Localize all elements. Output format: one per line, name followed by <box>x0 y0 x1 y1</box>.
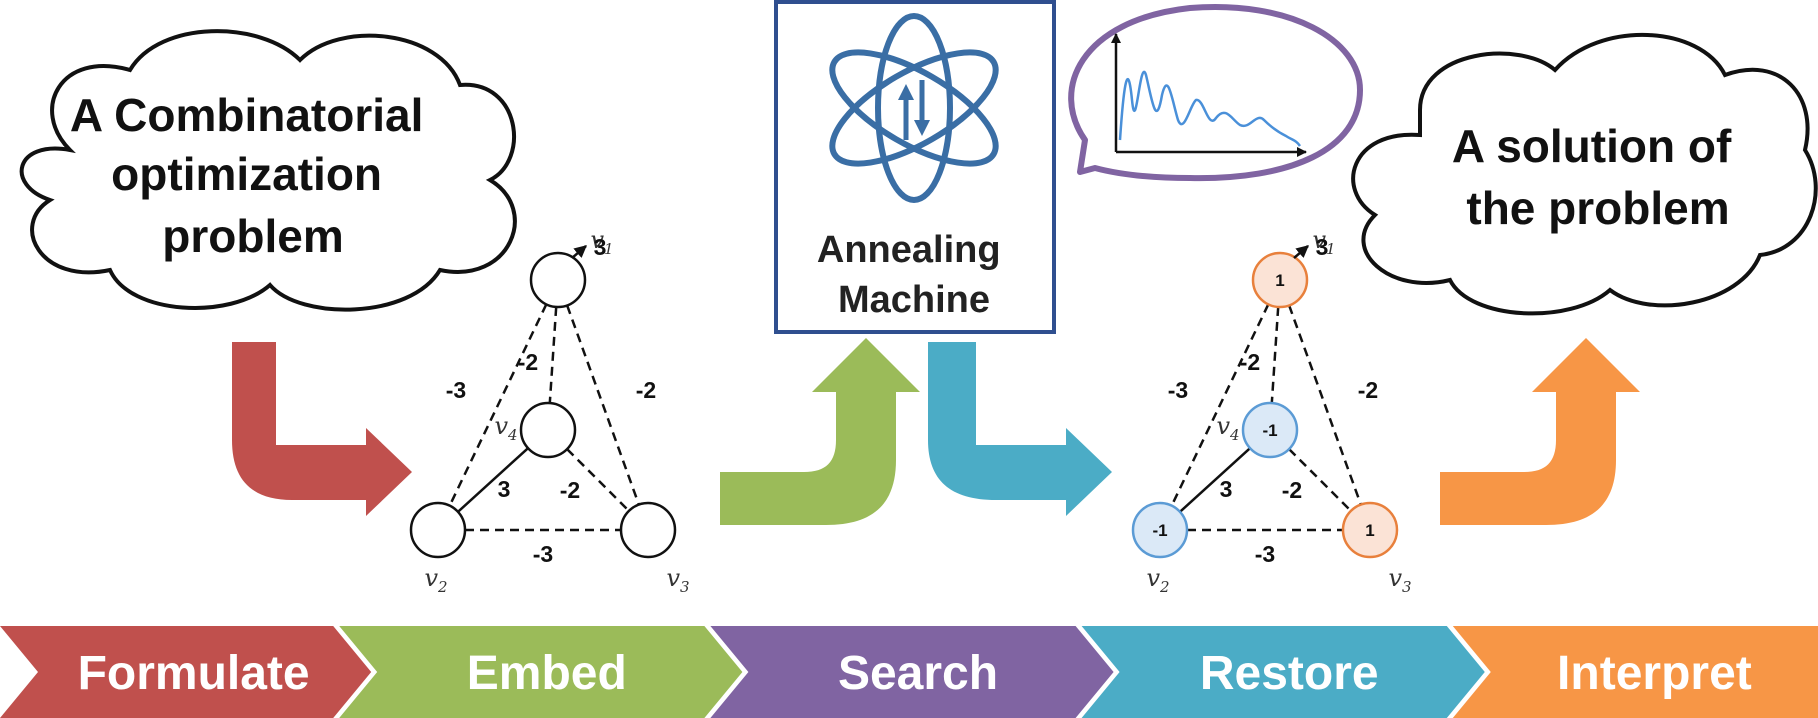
restore-node-v4-spin: -1 <box>1262 421 1277 440</box>
embed-node-v1-bias: 3 <box>594 234 607 260</box>
restore-edge-v1-v4 <box>1270 306 1280 404</box>
embed-edge-v1-v4 <box>548 306 558 404</box>
annealing-machine-label: Annealing Machine <box>817 229 1011 321</box>
problem-cloud-line-3: problem <box>162 210 343 262</box>
solution-cloud-line-2: the problem <box>1466 182 1729 234</box>
embed-edge-v2-v4 <box>457 447 529 513</box>
stage-formulate-chevron <box>0 626 372 718</box>
annealing-machine-box <box>774 0 1056 334</box>
restore-edge-v2-v4 <box>1179 447 1251 513</box>
embed-edge-weight-v2-v3: -3 <box>533 541 553 567</box>
embed-edge-weight-v1-v2: -3 <box>446 377 466 403</box>
restore-edge-weight-v2-v3: -3 <box>1255 541 1275 567</box>
solution-cloud: A solution of the problem <box>1351 32 1818 316</box>
restore-edge-weight-v2-v4: 3 <box>1220 476 1233 502</box>
restore-node-v3 <box>1341 501 1399 559</box>
problem-cloud: A Combinatorial optimization problem <box>19 29 517 312</box>
embed-edge-weight-v1-v3: -2 <box>636 377 656 403</box>
stage-interpret-label: Interpret <box>1557 647 1752 700</box>
problem-cloud-line-2: optimization <box>111 148 382 200</box>
restore-node-v1-bias-arrow <box>1293 245 1309 259</box>
stage-bar: Formulate Embed Search Restore Interpret <box>0 626 1818 718</box>
embed-node-v2 <box>409 501 467 559</box>
annealing-machine: Annealing Machine <box>774 0 1056 334</box>
energy-curve <box>1118 70 1302 147</box>
solution-cloud-line-1: A solution of <box>1452 120 1732 172</box>
embed-node-v1-label: v1 <box>590 226 613 258</box>
restore-edge-v1-v2 <box>1170 303 1270 507</box>
energy-speech-bubble <box>1068 4 1363 182</box>
embed-edge-weight-v2-v4: 3 <box>498 476 511 502</box>
problem-cloud-line-1: A Combinatorial <box>70 89 424 141</box>
stage-restore-chevron <box>1081 626 1485 718</box>
embed-node-v4 <box>519 401 577 459</box>
embed-node-v4-label: v4 <box>494 412 517 444</box>
embed-node-v1 <box>529 251 587 309</box>
embed-edge-v1-v3 <box>565 304 641 506</box>
annealing-machine-line-1: Annealing <box>817 229 1001 271</box>
embed-edge-weight-v1-v4: -2 <box>518 349 538 375</box>
formulate-flow-arrow <box>232 342 412 516</box>
restore-node-v2-spin: -1 <box>1152 521 1167 540</box>
stage-embed-chevron <box>339 626 743 718</box>
annealing-machine-line-2: Machine <box>838 279 990 321</box>
stage-embed-label: Embed <box>467 647 627 700</box>
embed-edge-weight-v4-v3: -2 <box>560 477 580 503</box>
embed-node-v3 <box>619 501 677 559</box>
interpret-flow-arrow <box>1440 338 1640 525</box>
restore-node-v1 <box>1251 251 1309 309</box>
restore-node-v2 <box>1131 501 1189 559</box>
restore-node-v3-label: v3 <box>1388 564 1411 596</box>
embed-edge-v1-v2 <box>448 303 548 507</box>
restore-edge-weight-v1-v4: -2 <box>1240 349 1260 375</box>
restore-node-v1-bias: 3 <box>1316 234 1329 260</box>
solution-cloud-shape <box>1351 32 1818 316</box>
stage-search-chevron <box>710 626 1114 718</box>
speech-bubble-shape <box>1068 4 1363 182</box>
stage-search-label: Search <box>838 647 998 700</box>
restore-node-v1-label: v1 <box>1312 226 1335 258</box>
stage-interpret-chevron <box>1452 626 1818 718</box>
restore-node-v3-spin: 1 <box>1365 521 1374 540</box>
problem-cloud-shape <box>19 29 517 312</box>
embed-node-v2-label: v2 <box>424 564 447 596</box>
spin-arrows-icon <box>898 80 930 140</box>
restore-node-v4 <box>1241 401 1299 459</box>
embed-node-v3-label: v3 <box>666 564 689 596</box>
stage-restore-label: Restore <box>1200 647 1379 700</box>
restore-edge-weight-v4-v3: -2 <box>1282 477 1302 503</box>
search-flow-arrow <box>928 342 1112 516</box>
restore-edge-v1-v3 <box>1287 304 1363 506</box>
embed-node-v1-bias-arrow <box>571 245 587 259</box>
restore-node-v1-spin: 1 <box>1275 271 1284 290</box>
embed-flow-arrow <box>720 338 920 525</box>
restore-node-v4-label: v4 <box>1216 412 1239 444</box>
solution-cloud-text: A solution of the problem <box>1452 120 1744 234</box>
problem-cloud-text: A Combinatorial optimization problem <box>70 89 436 262</box>
restore-edge-weight-v1-v2: -3 <box>1168 377 1188 403</box>
restore-node-v2-label: v2 <box>1146 564 1169 596</box>
stage-formulate-label: Formulate <box>78 647 310 700</box>
atom-icon <box>829 13 999 203</box>
restore-edge-weight-v1-v3: -2 <box>1358 377 1378 403</box>
